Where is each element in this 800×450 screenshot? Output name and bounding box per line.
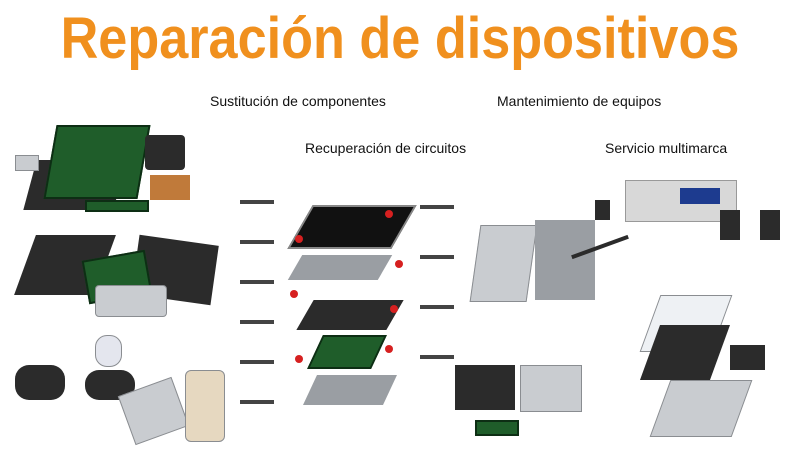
caption-replacement: Sustitución de componentes — [210, 93, 386, 109]
caption-multibrand: Servicio multimarca — [605, 140, 728, 156]
controller-phone-photo — [5, 325, 235, 446]
console-board-photo — [10, 120, 200, 230]
computer-parts-photo — [455, 205, 615, 450]
laptop-exploded-diagram — [235, 195, 460, 450]
caption-circuits: Recuperación de circuitos — [305, 140, 467, 156]
tablet-exploded-diagram — [610, 290, 800, 450]
page-title: Reparación de dispositivos — [60, 6, 740, 71]
caption-maintenance: Mantenimiento de equipos — [497, 93, 662, 109]
console-parts-photo — [14, 225, 230, 325]
soldering-station-photo — [570, 170, 800, 280]
